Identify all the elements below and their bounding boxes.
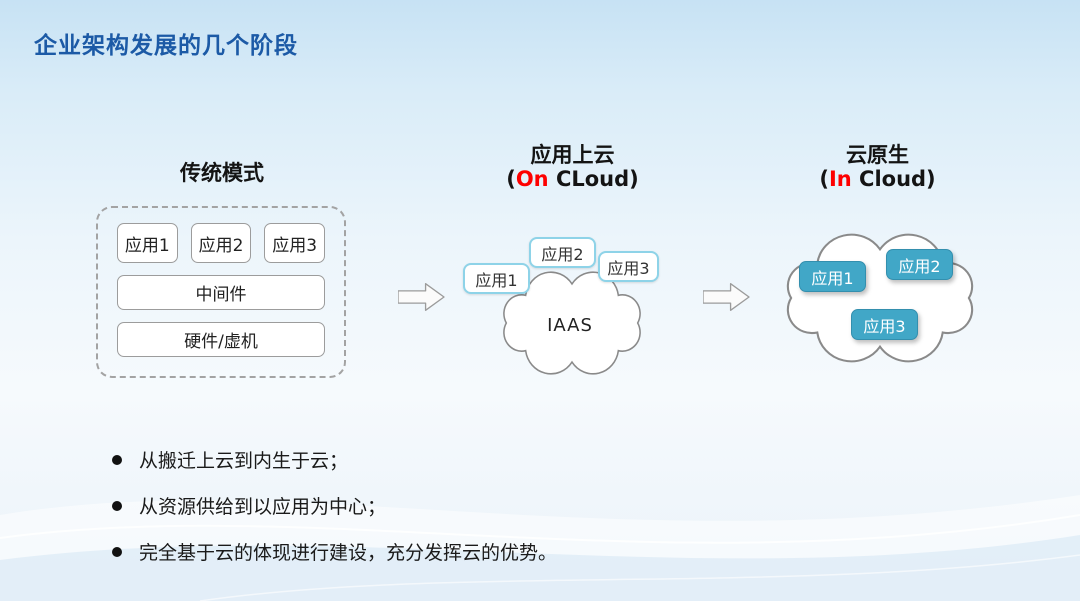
bullet-dot: [112, 546, 122, 557]
middleware-box: 中间件: [117, 275, 325, 310]
stage3-subtitle: (In Cloud): [800, 167, 955, 191]
iaas-cloud-shape: [503, 271, 641, 375]
hardware-box: 硬件/虚机: [117, 322, 325, 357]
traditional-app-row: 应用1 应用2 应用3: [117, 223, 326, 263]
stage2-subtitle-open: (: [506, 167, 516, 191]
app-box: 应用3: [264, 223, 326, 263]
right-arrow-icon: [398, 283, 445, 311]
bullet-item: 从搬迁上云到内生于云；: [112, 446, 557, 473]
bullet-dot: [112, 500, 122, 511]
right-arrow-icon: [703, 283, 750, 311]
traditional-architecture-box: 应用1 应用2 应用3 中间件 硬件/虚机: [96, 206, 346, 378]
page-title: 企业架构发展的几个阶段: [34, 33, 298, 59]
app-chip: 应用2: [886, 249, 953, 280]
app-chip: 应用3: [598, 251, 659, 282]
app-box: 应用2: [190, 223, 252, 263]
bullet-text: 完全基于云的体现进行建设，充分发挥云的优势。: [139, 542, 558, 564]
bullet-item: 从资源供给到以应用为中心；: [112, 492, 557, 519]
app-box: 应用1: [117, 223, 178, 263]
bullet-text: 从资源供给到以应用为中心；: [139, 496, 387, 518]
bullet-list: 从搬迁上云到内生于云； 从资源供给到以应用为中心； 完全基于云的体现进行建设，充…: [112, 446, 557, 584]
stage3-subtitle-rest: Cloud): [851, 167, 936, 191]
bullet-dot: [112, 454, 122, 465]
stage2-title: 应用上云: [530, 143, 615, 167]
stage2-subtitle: (On CLoud): [495, 167, 650, 191]
stage3-title: 云原生: [846, 143, 909, 167]
app-chip: 应用2: [529, 237, 596, 268]
app-chip: 应用1: [799, 261, 866, 292]
bullet-text: 从搬迁上云到内生于云；: [139, 450, 349, 472]
native-cloud-shape: [786, 233, 974, 363]
app-chip: 应用3: [851, 309, 918, 340]
stage2-subtitle-rest: CLoud): [548, 167, 639, 191]
bullet-item: 完全基于云的体现进行建设，充分发挥云的优势。: [112, 538, 557, 565]
app-chip: 应用1: [463, 263, 530, 294]
stage2-subtitle-red: On: [515, 167, 549, 191]
stage1-title: 传统模式: [180, 161, 264, 185]
stage3-subtitle-red: In: [828, 167, 852, 191]
iaas-label: IAAS: [547, 315, 593, 336]
stage3-subtitle-open: (: [819, 167, 829, 191]
